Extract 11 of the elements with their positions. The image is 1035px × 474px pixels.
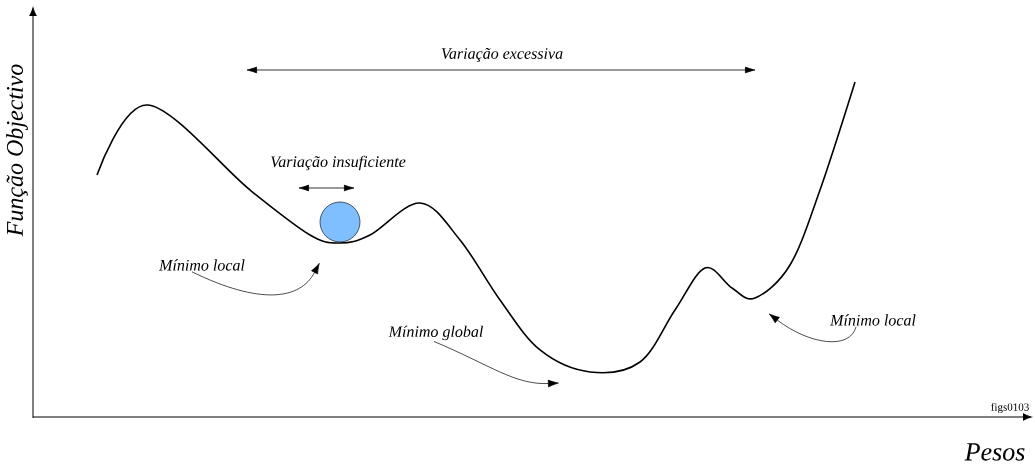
annotation-text: Variação insuficiente <box>271 155 406 171</box>
callout-text: Mínimo local <box>829 314 916 326</box>
figure-id: figs0103 <box>991 402 1029 414</box>
axis-label: Função Objectivo <box>6 64 28 237</box>
leader-line <box>433 341 559 388</box>
leader-line <box>768 313 857 343</box>
annotation-text: Variação excessiva <box>441 47 563 63</box>
callout-text: Mínimo global <box>388 325 483 341</box>
leader-line <box>191 263 320 296</box>
axis-label: Pesos <box>964 443 1025 461</box>
callout-text: Mínimo local <box>158 259 245 271</box>
